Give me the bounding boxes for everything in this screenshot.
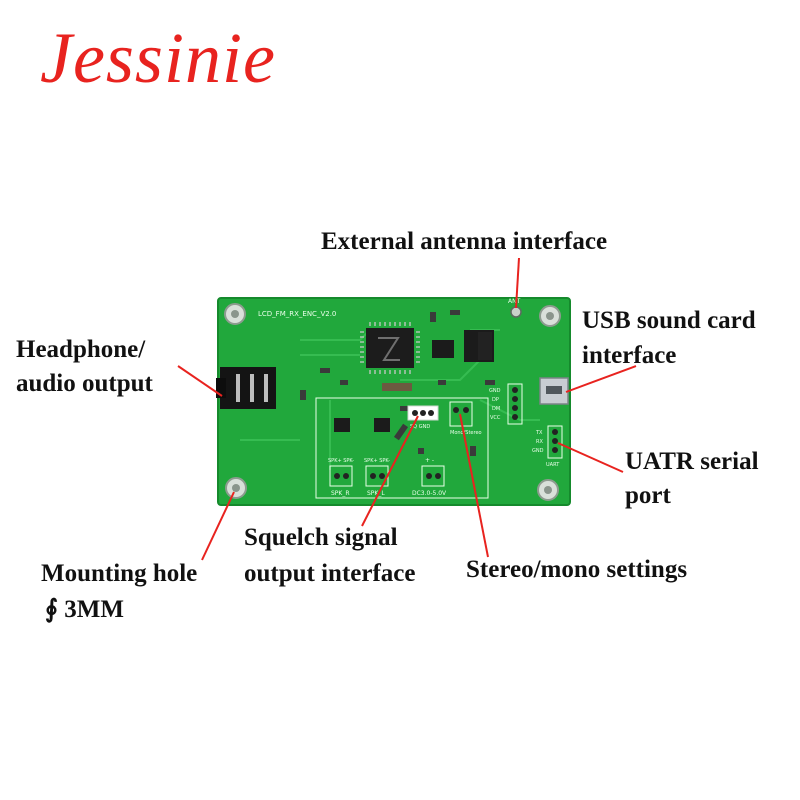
label-squelch-line2: output interface (244, 560, 416, 587)
silk-usb-pin-2: DM (492, 406, 500, 412)
stereo-jumper (449, 401, 473, 427)
ic-chips (334, 330, 494, 432)
label-uart-line1: UATR serial (625, 448, 759, 475)
silk-usb-pin-1: DP (492, 397, 499, 403)
silk-squelch: SQ GND (410, 424, 430, 430)
silk-uart-pin-2: GND (532, 448, 544, 454)
pointer-antenna (515, 257, 520, 309)
label-antenna: External antenna interface (321, 228, 608, 255)
label-headphone-line2: audio output (16, 370, 153, 397)
silk-outline (315, 397, 489, 499)
speaker-headers (329, 465, 445, 487)
label-mounting-line1: Mounting hole (41, 560, 198, 587)
silk-dc: DC3.0-5.0V (412, 490, 447, 497)
silk-stereo: Mono/Stereo (450, 430, 482, 436)
squelch-header (407, 405, 439, 421)
silk-dc-pins: + - (425, 457, 434, 464)
silk-uart: UART (546, 462, 560, 468)
usb-pin-header (507, 383, 523, 425)
pointer-headphone (177, 365, 223, 397)
silk-spk-l: SPK_L (367, 490, 385, 497)
pointer-squelch (361, 415, 419, 527)
silk-usb-pin-3: VCC (490, 415, 501, 421)
silk-usb-pin-0: GND (489, 388, 501, 394)
label-usb-line1: USB sound card (582, 307, 756, 334)
label-uart-line2: port (625, 482, 671, 509)
usb-micro-connector (539, 377, 569, 405)
main-chip (360, 322, 420, 374)
silk-uart-pin-0: TX (535, 430, 543, 436)
passive-components (300, 310, 495, 456)
headphone-jack (216, 367, 276, 409)
antenna-pad (510, 306, 522, 318)
pointer-uart (557, 442, 624, 473)
silk-uart-pin-1: RX (536, 439, 543, 445)
pointer-mounting (201, 491, 235, 561)
brand-logo: Jessinie (40, 18, 276, 98)
silk-spk-r-pins: SPK+ SPK- (328, 458, 354, 464)
pointer-usb (565, 365, 637, 393)
label-stereo: Stereo/mono settings (466, 556, 688, 583)
uart-pin-header (547, 425, 563, 459)
silk-ant: ANT (508, 298, 521, 305)
silk-spk-r: SPK_R (331, 490, 350, 497)
pointer-stereo (459, 413, 489, 558)
label-headphone-line1: Headphone/ (16, 336, 146, 363)
label-usb-line2: interface (582, 342, 677, 369)
pointer-lines (177, 257, 637, 561)
board-name: LCD_FM_RX_ENC_V2.0 (258, 310, 336, 318)
label-mounting-line2: ∮ 3MM (45, 596, 124, 623)
silk-spk-l-pins: SPK+ SPK- (364, 458, 390, 464)
label-squelch-line1: Squelch signal (244, 524, 398, 551)
mounting-holes (224, 303, 561, 501)
